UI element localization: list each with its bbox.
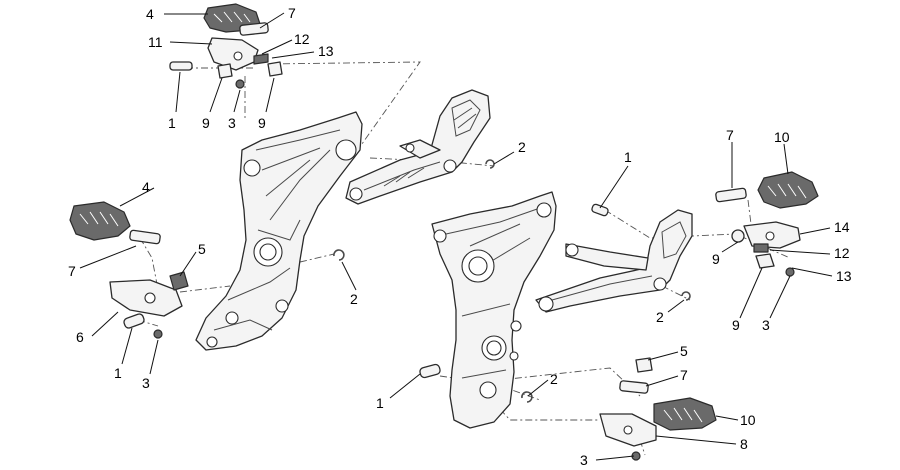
right-footpeg-group bbox=[591, 171, 819, 277]
callout-label: 7 bbox=[726, 127, 734, 143]
callout-label: 1 bbox=[168, 115, 176, 131]
callout-label: 4 bbox=[146, 6, 154, 22]
callout-label: 2 bbox=[656, 309, 664, 325]
callout-label: 14 bbox=[834, 219, 850, 235]
left-plate-bracket bbox=[195, 111, 363, 351]
leader-lines bbox=[79, 12, 833, 461]
callout-label: 7 bbox=[288, 5, 296, 21]
callout-label: 1 bbox=[114, 365, 122, 381]
callout-label: 6 bbox=[76, 329, 84, 345]
callout-label: 7 bbox=[680, 367, 688, 383]
callout-label: 3 bbox=[142, 375, 150, 391]
top-left-footpeg-group bbox=[169, 3, 283, 89]
top-footpeg-arm bbox=[345, 89, 491, 205]
callout-label: 4 bbox=[142, 179, 150, 195]
bottom-footpeg-group bbox=[419, 357, 717, 461]
callout-label: 5 bbox=[680, 343, 688, 359]
callout-label: 10 bbox=[740, 412, 756, 428]
callout-label: 10 bbox=[774, 129, 790, 145]
callout-label: 13 bbox=[836, 268, 852, 284]
callout-label: 9 bbox=[732, 317, 740, 333]
callout-label: 3 bbox=[762, 317, 770, 333]
callout-labels: 4 7 11 12 13 1 9 3 9 2 4 7 5 2 6 1 3 1 7… bbox=[68, 5, 852, 468]
callout-label: 3 bbox=[228, 115, 236, 131]
callout-label: 13 bbox=[318, 43, 334, 59]
callout-label: 1 bbox=[624, 149, 632, 165]
callout-label: 8 bbox=[740, 436, 748, 452]
callout-label: 2 bbox=[518, 139, 526, 155]
callout-label: 12 bbox=[834, 245, 850, 261]
callout-label: 7 bbox=[68, 263, 76, 279]
callout-label: 9 bbox=[258, 115, 266, 131]
callout-label: 2 bbox=[550, 371, 558, 387]
callout-label: 9 bbox=[202, 115, 210, 131]
right-footpeg-arm bbox=[535, 209, 693, 313]
callout-label: 2 bbox=[350, 291, 358, 307]
callout-label: 9 bbox=[712, 251, 720, 267]
callout-label: 12 bbox=[294, 31, 310, 47]
clips bbox=[333, 159, 691, 403]
callout-label: 3 bbox=[580, 452, 588, 468]
callout-label: 5 bbox=[198, 241, 206, 257]
left-footpeg-group bbox=[69, 201, 189, 339]
callout-label: 1 bbox=[376, 395, 384, 411]
center-plate-bracket bbox=[431, 191, 557, 429]
callout-label: 11 bbox=[148, 34, 163, 50]
